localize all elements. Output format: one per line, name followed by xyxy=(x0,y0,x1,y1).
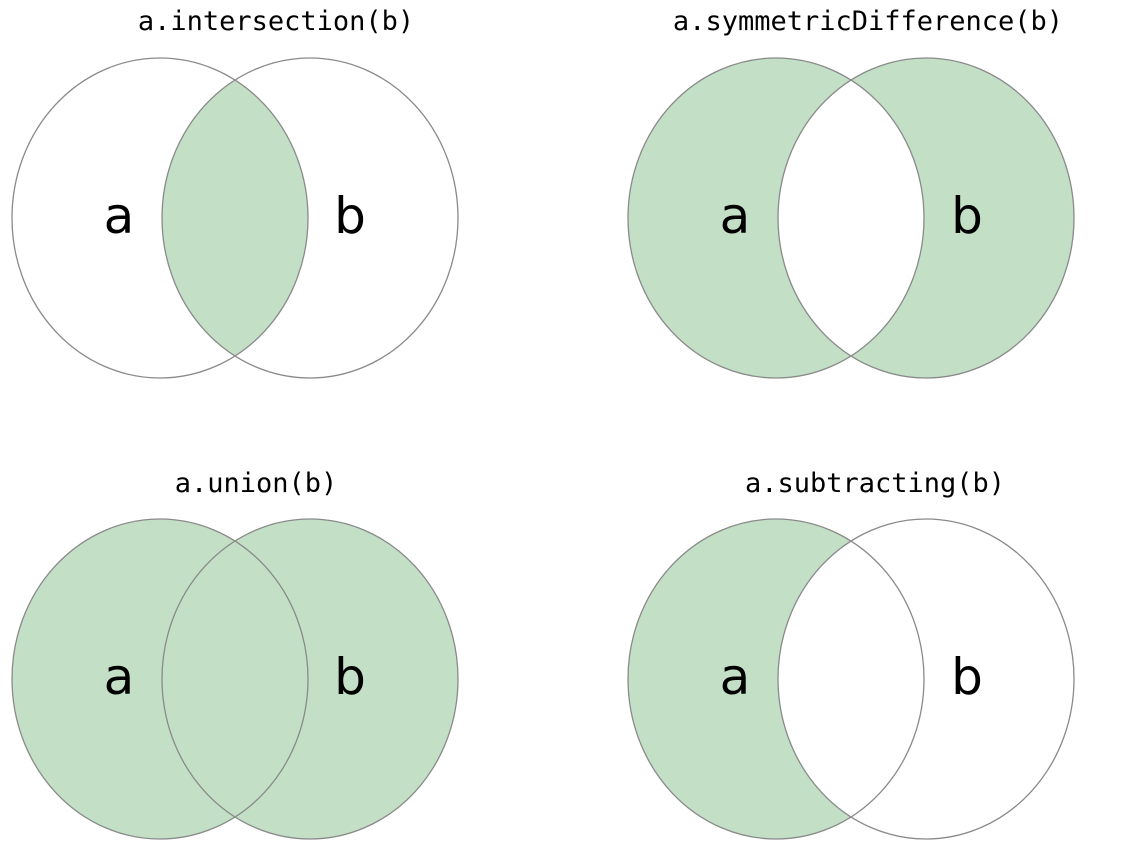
venn-subtracting xyxy=(627,518,1075,840)
shaded-region-symmetric-difference xyxy=(628,58,1074,378)
set-a-label: a xyxy=(103,648,135,706)
panel-title-symmetric-difference: a.symmetricDifference(b) xyxy=(672,6,1064,37)
venn-circle-a xyxy=(627,518,925,840)
set-a-label: a xyxy=(103,187,135,245)
venn-union xyxy=(11,518,459,840)
set-b-label: b xyxy=(951,648,983,706)
set-b-label: b xyxy=(334,648,366,706)
venn-intersection xyxy=(11,57,459,379)
panel-title-subtracting: a.subtracting(b) xyxy=(744,468,1006,499)
shaded-region-intersection xyxy=(162,58,308,378)
venn-circle-b xyxy=(161,57,459,379)
panel-title-union: a.union(b) xyxy=(174,468,338,499)
venn-circle-b xyxy=(777,518,1075,840)
set-b-label: b xyxy=(334,187,366,245)
panel-title-intersection: a.intersection(b) xyxy=(137,6,415,37)
set-b-label: b xyxy=(951,187,983,245)
venn-symmetric-difference xyxy=(627,57,1075,379)
shaded-region-union xyxy=(12,519,458,839)
venn-circle-b xyxy=(777,57,1075,379)
set-a-label: a xyxy=(719,648,751,706)
shaded-region-a-minus-b xyxy=(628,519,924,839)
venn-circle-a xyxy=(11,518,309,840)
venn-circle-b xyxy=(161,518,459,840)
venn-circle-a xyxy=(627,57,925,379)
venn-circle-a xyxy=(11,57,309,379)
set-a-label: a xyxy=(719,187,751,245)
